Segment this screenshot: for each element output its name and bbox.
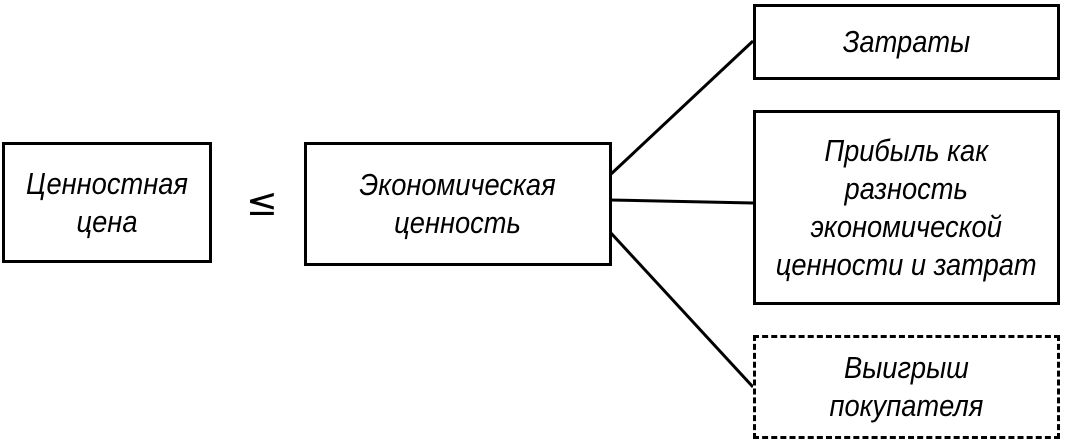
node-economic-value: Экономическая ценность xyxy=(304,142,612,266)
less-or-equal-sign: ≤ xyxy=(246,180,278,224)
edge-economic-value-to-buyer-gain xyxy=(608,230,755,389)
node-profit: Прибыль как разность экономической ценно… xyxy=(753,110,1060,305)
node-value-price: Ценностная цена xyxy=(2,142,212,263)
edge-economic-value-to-profit xyxy=(609,198,754,205)
node-economic-value-label: Экономическая ценность xyxy=(359,167,557,240)
node-value-price-label: Ценностная цена xyxy=(26,165,188,239)
node-buyer-gain: Выигрыш покупателя xyxy=(753,335,1060,439)
node-buyer-gain-label: Выигрыш покупателя xyxy=(829,350,984,423)
node-profit-label: Прибыль как разность экономической ценно… xyxy=(776,132,1037,282)
node-costs-label: Затраты xyxy=(842,24,971,59)
edge-economic-value-to-costs xyxy=(608,39,755,177)
node-costs: Затраты xyxy=(753,4,1060,80)
